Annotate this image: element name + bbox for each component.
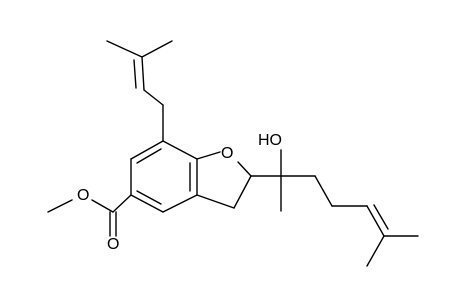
hydroxyl-label: HO (258, 132, 282, 149)
hydroxyheptenyl-chain (250, 149, 419, 267)
prenyl-chain (106, 40, 173, 142)
bond-carbonyl-o-ether (91, 199, 114, 213)
bond-o-methyl (47, 199, 73, 213)
bond-c-methyl-right (141, 40, 173, 58)
bond-c6-c7-inner (136, 148, 162, 164)
benzene-ring (130, 140, 198, 213)
ring-oxygen-label: O (221, 145, 233, 162)
bond-terminal-methyl-down (366, 235, 385, 267)
bond-ch-c-double-2-inner (373, 204, 389, 230)
bond-ch-c-double (141, 56, 145, 91)
bond-c2-c3 (233, 175, 252, 209)
ester-ether-oxygen-label: O (77, 187, 89, 204)
bond-ch-c-double-2 (366, 205, 385, 237)
bond-c4-c5 (130, 194, 164, 213)
dihydrofuran-ring (196, 151, 252, 209)
bond-c7-c7a (162, 140, 198, 160)
ester-carbonyl-oxygen-label: O (107, 236, 119, 253)
bond-ch2a-ch2b (314, 175, 333, 207)
bond-c4-c5-inner (136, 190, 162, 205)
bond-c3-c3a (196, 194, 235, 209)
bond-c5-carbonyl (112, 194, 132, 213)
bond-ch2-ch (143, 89, 164, 106)
methyl-ester-group (47, 194, 132, 237)
bond-o1-c2 (237, 161, 252, 177)
bond-c-methyl-left (106, 40, 143, 58)
bond-ch-c-double-inner (133, 59, 137, 89)
bond-c3a-c4 (162, 194, 198, 213)
bond-c6-c7 (130, 140, 164, 160)
bond-c7a-o1 (196, 151, 221, 160)
